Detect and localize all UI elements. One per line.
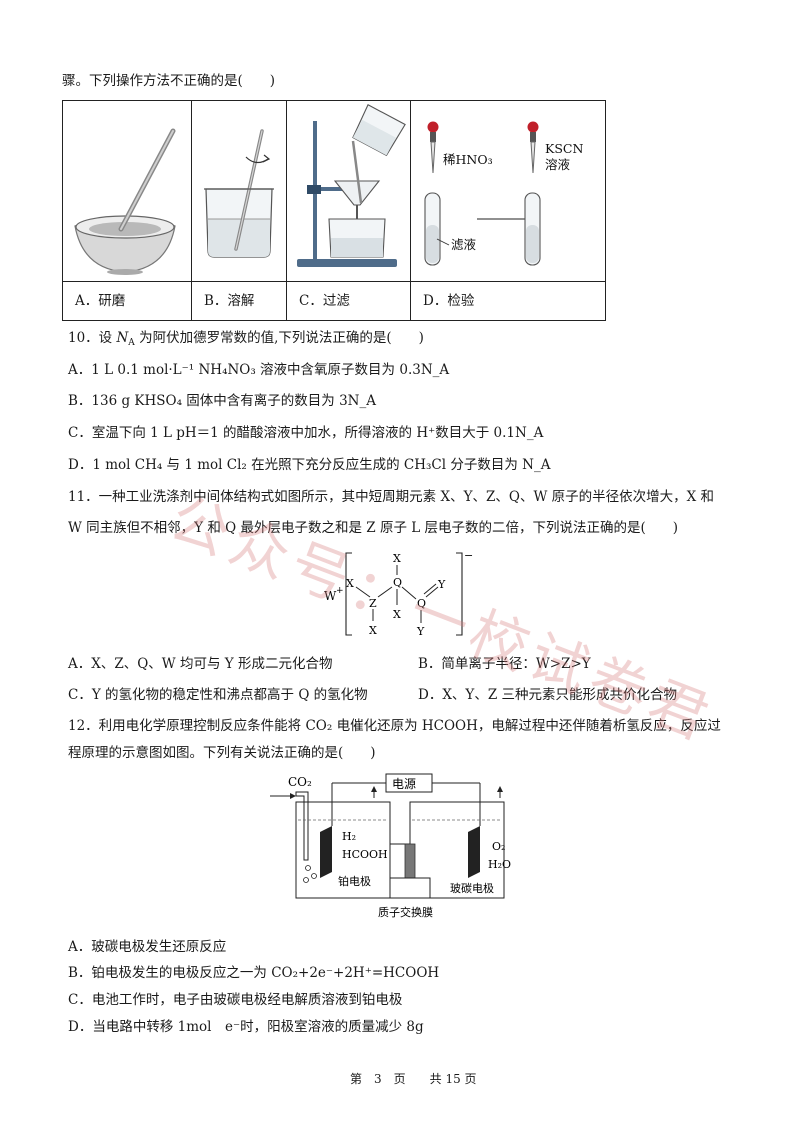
page-footer: 第 3 页 共 15 页 bbox=[350, 1072, 477, 1086]
q12-option-b: B．铂电极发生的电极反应之一为 CO₂+2e⁻+2H⁺=HCOOH bbox=[68, 965, 440, 981]
q12-option-a: A．玻碳电极发生还原反应 bbox=[68, 939, 227, 955]
co2-label: CO₂ bbox=[288, 775, 312, 789]
electrolysis-cell-diagram: 电源 CO₂ H₂ HCOOH 铂电极 O₂ H₂O 玻碳电极 质子交换膜 bbox=[270, 773, 511, 919]
lab-cell-a: A．研磨 bbox=[62, 100, 192, 321]
reagent-1-label: 稀HNO₃ bbox=[443, 152, 493, 167]
q11-stem-line-1: 11．一种工业洗涤剂中间体结构式如图所示，其中短周期元素 X、Y、Z、Q、W 原… bbox=[68, 489, 715, 505]
atom-X-1: X bbox=[346, 577, 354, 590]
atom-X-4: X bbox=[393, 608, 401, 621]
atom-W: W bbox=[324, 589, 337, 603]
option-a-label: A．研磨 bbox=[63, 281, 191, 320]
structural-formula: W + − X Z X Q X X Q Y Y bbox=[324, 549, 473, 638]
reagent-2-label: KSCN bbox=[545, 141, 583, 156]
q11-option-d: D．X、Y、Z 三种元素只能形成共价化合物 bbox=[418, 687, 678, 703]
q10-stem: 10．设 NA 为阿伏加德罗常数的值,下列说法正确的是( ) bbox=[68, 330, 424, 348]
q12-option-c: C．电池工作时，电子由玻碳电极经电解质溶液到铂电极 bbox=[68, 992, 403, 1008]
platinum-electrode-label: 铂电极 bbox=[338, 874, 371, 888]
test-tube-inspection-illustration: 稀HNO₃ 滤液 KSCN 溶液 bbox=[424, 121, 583, 266]
q10-option-b: B．136 g KHSO₄ 固体中含有离子的数目为 3N_A bbox=[68, 393, 376, 409]
charge-plus: + bbox=[336, 586, 344, 596]
atom-Y-2: Y bbox=[416, 625, 425, 638]
q11-option-b: B．简单离子半径：W>Z>Y bbox=[418, 656, 591, 672]
power-supply-label: 电源 bbox=[392, 777, 416, 791]
lab-cell-d: 稀HNO₃ 滤液 KSCN 溶液 D．检验 bbox=[410, 100, 606, 321]
glassy-carbon-electrode bbox=[468, 826, 480, 878]
atom-Q-2: Q bbox=[417, 597, 426, 610]
h2o-label: H₂O bbox=[488, 858, 511, 871]
reagent-2-label-b: 溶液 bbox=[545, 157, 571, 172]
glassy-carbon-electrode-label: 玻碳电极 bbox=[450, 881, 494, 895]
atom-Z: Z bbox=[369, 597, 377, 610]
o2-label: O₂ bbox=[492, 840, 505, 853]
option-c-label: C．过滤 bbox=[287, 281, 410, 320]
q10-option-c: C．室温下向 1 L pH＝1 的醋酸溶液中加水，所得溶液的 H⁺数目大于 0.… bbox=[68, 425, 544, 441]
lab-operations-table: A．研磨 B．溶解 bbox=[62, 100, 606, 321]
intro-line: 骤。下列操作方法不正确的是( ) bbox=[62, 73, 276, 89]
atom-Y-1: Y bbox=[437, 578, 446, 591]
lab-cell-b: B．溶解 bbox=[191, 100, 287, 321]
q12-stem-line-1: 12．利用电化学原理控制反应条件能将 CO₂ 电催化还原为 HCOOH，电解过程… bbox=[68, 718, 721, 734]
hcooh-label: HCOOH bbox=[342, 848, 388, 861]
atom-X-2: X bbox=[369, 624, 377, 637]
filtration-illustration bbox=[297, 104, 406, 267]
filtrate-label: 滤液 bbox=[451, 237, 477, 252]
q10-option-d: D．1 mol CH₄ 与 1 mol Cl₂ 在光照下充分反应生成的 CH₃C… bbox=[68, 457, 551, 473]
atom-X-3: X bbox=[393, 552, 401, 565]
option-d-label: D．检验 bbox=[411, 281, 605, 320]
beaker-stirring-illustration bbox=[204, 129, 274, 258]
atom-Q-1: Q bbox=[393, 576, 402, 589]
mortar-pestle-illustration bbox=[74, 128, 176, 275]
q11-option-c: C．Y 的氢化物的稳定性和沸点都高于 Q 的氢化物 bbox=[68, 687, 368, 703]
h2-label: H₂ bbox=[342, 830, 356, 843]
q12-stem-line-2: 程原理的示意图如图。下列有关说法正确的是( ) bbox=[68, 745, 376, 761]
option-b-label: B．溶解 bbox=[192, 281, 286, 320]
q11-option-a: A．X、Z、Q、W 均可与 Y 形成二元化合物 bbox=[68, 656, 333, 672]
q12-option-d: D．当电路中转移 1mol e⁻时，阳极室溶液的质量减少 8g bbox=[68, 1019, 424, 1035]
q11-stem-line-2: W 同主族但不相邻，Y 和 Q 最外层电子数之和是 Z 原子 L 层电子数的二倍… bbox=[68, 520, 679, 536]
lab-cell-c: C．过滤 bbox=[286, 100, 411, 321]
charge-minus: − bbox=[464, 549, 473, 562]
membrane-label: 质子交换膜 bbox=[378, 905, 433, 919]
q10-option-a: A．1 L 0.1 mol·L⁻¹ NH₄NO₃ 溶液中含氧原子数目为 0.3N… bbox=[68, 362, 450, 378]
platinum-electrode bbox=[320, 826, 332, 878]
